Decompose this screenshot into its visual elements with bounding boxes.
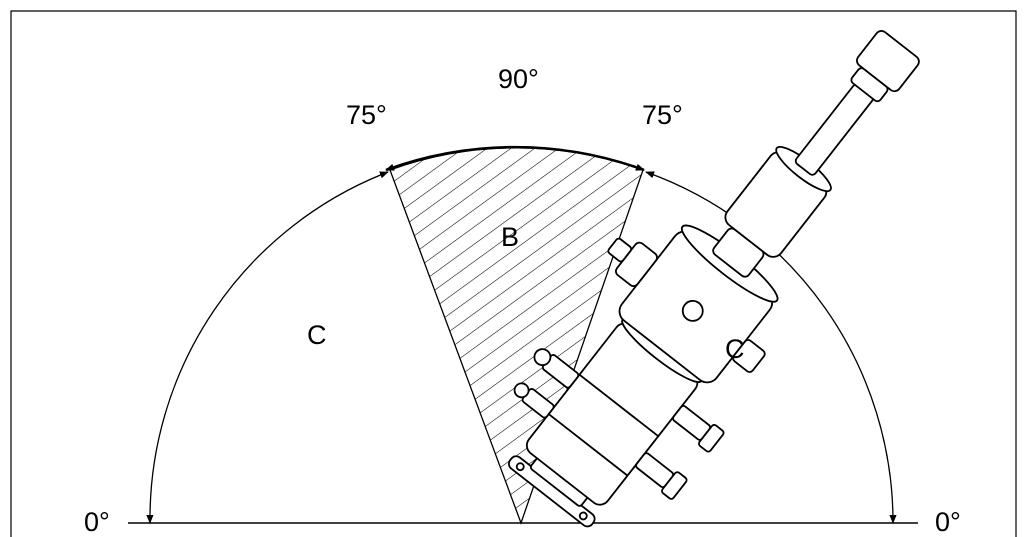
zone-label-c-right: C [725, 334, 745, 364]
angle-label-75-left: 75° [346, 100, 387, 130]
zone-c-right-arc [645, 171, 897, 524]
zone-label-c-left: C [307, 320, 327, 350]
zone-label-b: B [501, 222, 519, 252]
angle-label-75-right: 75° [642, 100, 683, 130]
angle-label-90: 90° [498, 64, 539, 94]
device-illustration [508, 30, 920, 528]
zone-c-left-arc [146, 171, 389, 524]
zone-b-arc [385, 145, 645, 172]
frame-border [10, 10, 1017, 537]
angle-label-0-right: 0° [935, 507, 961, 537]
angle-label-0-left: 0° [84, 507, 110, 537]
device-top-knob [856, 30, 920, 93]
